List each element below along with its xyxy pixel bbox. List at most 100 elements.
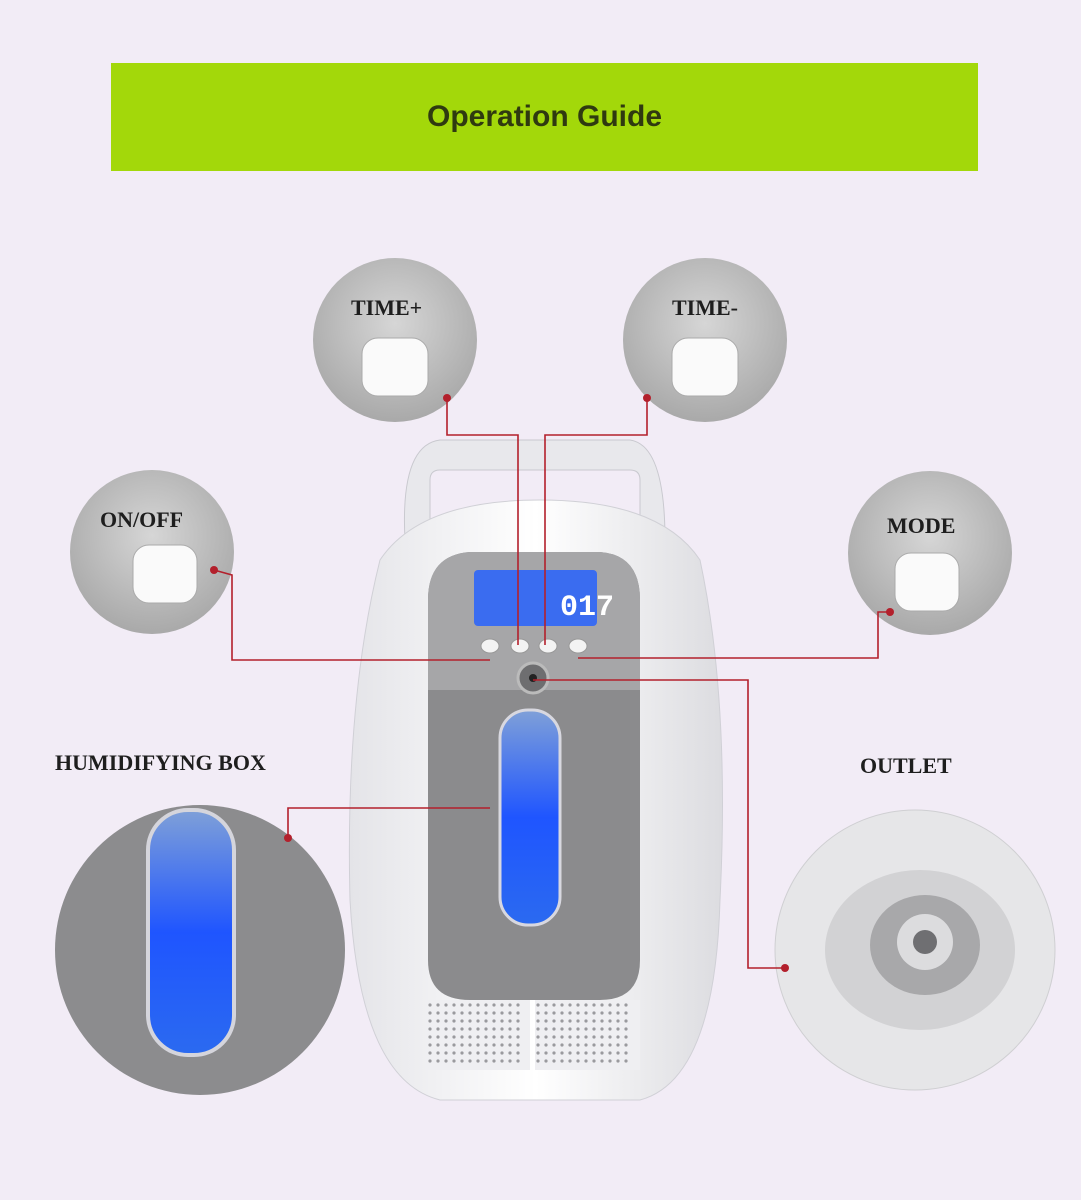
- speaker-hole: [500, 1059, 504, 1063]
- mode-button[interactable]: [568, 638, 588, 654]
- speaker-hole: [516, 1043, 520, 1047]
- speaker-hole: [536, 1035, 540, 1039]
- label-on-off: ON/OFF: [100, 507, 184, 532]
- speaker-hole: [460, 1035, 464, 1039]
- speaker-hole: [600, 1003, 604, 1007]
- speaker-hole: [592, 1059, 596, 1063]
- speaker-hole: [492, 1051, 496, 1055]
- speaker-hole: [492, 1027, 496, 1031]
- time-plus-callout: [313, 258, 477, 422]
- speaker-hole: [616, 1035, 620, 1039]
- time-plus-button[interactable]: [510, 638, 530, 654]
- speaker-hole: [624, 1003, 628, 1007]
- speaker-hole: [460, 1043, 464, 1047]
- speaker-hole: [600, 1011, 604, 1015]
- speaker-hole: [476, 1011, 480, 1015]
- leader-line-humidifying-box: [287, 807, 490, 838]
- speaker-hole: [492, 1011, 496, 1015]
- speaker-hole: [584, 1003, 588, 1007]
- speaker-hole: [500, 1051, 504, 1055]
- leader-dot-humidifying-box: [284, 834, 292, 842]
- speaker-hole: [436, 1051, 440, 1055]
- control-buttons: [480, 638, 588, 654]
- speaker-hole: [584, 1051, 588, 1055]
- leader-line-mode: [578, 611, 890, 659]
- title-banner: Operation Guide: [111, 63, 978, 171]
- speaker-hole: [552, 1051, 556, 1055]
- speaker-hole: [460, 1059, 464, 1063]
- speaker-hole: [460, 1019, 464, 1023]
- leader-line-time-minus: [544, 398, 648, 645]
- speaker-hole: [592, 1035, 596, 1039]
- speaker-grille: [428, 1003, 628, 1063]
- mode-button-closeup: [894, 552, 960, 612]
- speaker-hole: [624, 1011, 628, 1015]
- speaker-hole: [560, 1035, 564, 1039]
- speaker-hole: [476, 1059, 480, 1063]
- speaker-hole: [560, 1003, 564, 1007]
- speaker-hole: [500, 1019, 504, 1023]
- time-minus-button-closeup: [671, 337, 739, 397]
- speaker-hole: [500, 1027, 504, 1031]
- speaker-hole: [516, 1035, 520, 1039]
- speaker-hole: [492, 1043, 496, 1047]
- speaker-hole: [600, 1019, 604, 1023]
- speaker-hole: [608, 1059, 612, 1063]
- speaker-hole: [592, 1043, 596, 1047]
- speaker-hole: [516, 1003, 520, 1007]
- speaker-hole: [428, 1019, 432, 1023]
- speaker-hole: [560, 1043, 564, 1047]
- on-off-button[interactable]: [480, 638, 500, 654]
- speaker-hole: [436, 1035, 440, 1039]
- speaker-hole: [560, 1027, 564, 1031]
- on-off-button-closeup: [132, 544, 198, 604]
- speaker-hole: [544, 1051, 548, 1055]
- speaker-hole: [484, 1011, 488, 1015]
- speaker-hole: [468, 1011, 472, 1015]
- speaker-hole: [508, 1051, 512, 1055]
- speaker-hole: [492, 1003, 496, 1007]
- speaker-hole: [452, 1035, 456, 1039]
- speaker-hole: [460, 1027, 464, 1031]
- on-off-callout: [70, 470, 234, 634]
- time-minus-button[interactable]: [538, 638, 558, 654]
- speaker-hole: [484, 1019, 488, 1023]
- speaker-hole: [460, 1011, 464, 1015]
- speaker-hole: [500, 1011, 504, 1015]
- speaker-hole: [544, 1027, 548, 1031]
- speaker-hole: [624, 1051, 628, 1055]
- speaker-hole: [508, 1043, 512, 1047]
- speaker-hole: [476, 1003, 480, 1007]
- speaker-hole: [624, 1027, 628, 1031]
- leader-dot-mode: [886, 608, 894, 616]
- speaker-hole: [584, 1043, 588, 1047]
- speaker-hole: [468, 1059, 472, 1063]
- speaker-hole: [484, 1043, 488, 1047]
- leader-dot-time-plus: [443, 394, 451, 402]
- speaker-hole: [476, 1043, 480, 1047]
- leader-dots: [210, 394, 894, 972]
- speaker-hole: [444, 1043, 448, 1047]
- label-outlet: OUTLET: [860, 753, 952, 778]
- speaker-hole: [476, 1027, 480, 1031]
- speaker-hole: [484, 1059, 488, 1063]
- speaker-hole: [436, 1011, 440, 1015]
- speaker-hole: [428, 1043, 432, 1047]
- speaker-hole: [592, 1027, 596, 1031]
- speaker-hole: [508, 1035, 512, 1039]
- speaker-hole: [616, 1027, 620, 1031]
- speaker-hole: [468, 1035, 472, 1039]
- speaker-hole: [428, 1027, 432, 1031]
- speaker-hole: [460, 1003, 464, 1007]
- speaker-hole: [536, 1051, 540, 1055]
- speaker-hole: [616, 1051, 620, 1055]
- time-minus-callout: [623, 258, 787, 422]
- carry-handle[interactable]: [403, 439, 666, 541]
- speaker-hole: [592, 1011, 596, 1015]
- speaker-hole: [552, 1059, 556, 1063]
- speaker-hole: [576, 1027, 580, 1031]
- speaker-hole: [452, 1019, 456, 1023]
- speaker-hole: [484, 1051, 488, 1055]
- speaker-hole: [544, 1003, 548, 1007]
- speaker-hole: [492, 1019, 496, 1023]
